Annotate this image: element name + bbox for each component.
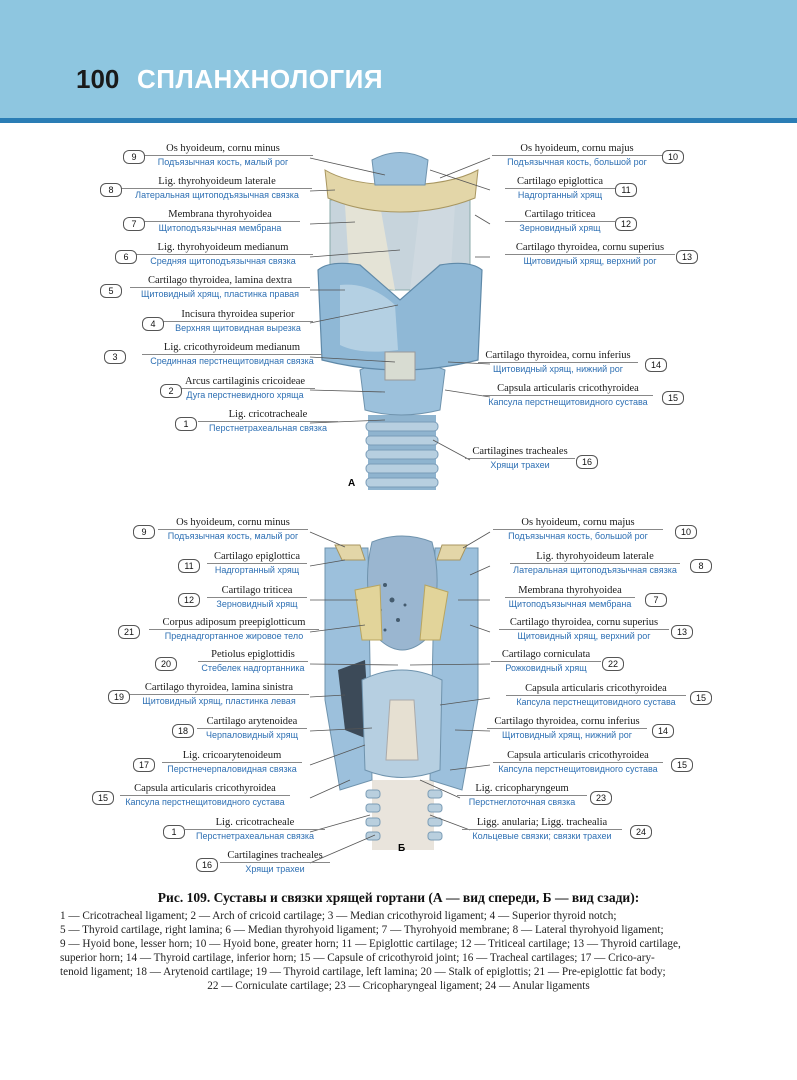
num-a-7: 7 (123, 217, 145, 231)
figure-a-drawing (317, 152, 483, 490)
num-a-14: 14 (645, 358, 667, 372)
num-b-17: 17 (133, 758, 155, 772)
num-a-4: 4 (142, 317, 164, 331)
num-a-8: 8 (100, 183, 122, 197)
num-a-5: 5 (100, 284, 122, 298)
num-a-12: 12 (615, 217, 637, 231)
num-a-15: 15 (662, 391, 684, 405)
num-b-15: 15 (92, 791, 114, 805)
num-a-13: 13 (676, 250, 698, 264)
chapter-header-band (0, 0, 797, 118)
num-a-9: 9 (123, 150, 145, 164)
num-b-14: 14 (652, 724, 674, 738)
header-rule (0, 118, 797, 123)
caption-line: 9 — Hyoid bone, lesser horn; 10 — Hyoid … (60, 938, 681, 950)
num-a-1: 1 (175, 417, 197, 431)
num-b-23: 23 (590, 791, 612, 805)
num-a-10: 10 (662, 150, 684, 164)
chapter-title: СПЛАНХНОЛОГИЯ (137, 64, 384, 94)
num-a-6: 6 (115, 250, 137, 264)
figure-a-leader-lines (309, 157, 491, 461)
num-b-8: 8 (690, 559, 712, 573)
num-a-16: 16 (576, 455, 598, 469)
num-a-3: 3 (104, 350, 126, 364)
num-b-12: 12 (178, 593, 200, 607)
num-b-20: 20 (155, 657, 177, 671)
num-b-22: 22 (602, 657, 624, 671)
num-b-15a: 15 (690, 691, 712, 705)
caption-line: 1 — Cricotracheal ligament; 2 — Arch of … (60, 910, 617, 922)
figure-b-leader-lines (309, 531, 491, 864)
num-b-1: 1 (163, 825, 185, 839)
num-b-9: 9 (133, 525, 155, 539)
num-b-19: 19 (108, 690, 130, 704)
caption-line: tenoid ligament; 18 — Arytenoid cartilag… (60, 966, 666, 978)
figure-a-letter: А (348, 478, 356, 489)
num-b-15b: 15 (671, 758, 693, 772)
num-a-11: 11 (615, 183, 637, 197)
caption-body: 1 — Cricotracheal ligament; 2 — Arch of … (60, 909, 737, 993)
num-b-21: 21 (118, 625, 140, 639)
figure-caption: Рис. 109. Суставы и связки хрящей гортан… (60, 890, 737, 993)
figure-b-drawing (324, 535, 479, 850)
num-b-11: 11 (178, 559, 200, 573)
figure-b-letter: Б (398, 843, 406, 854)
caption-line: 5 — Thyroid cartilage, right lamina; 6 —… (60, 924, 664, 936)
num-b-7: 7 (645, 593, 667, 607)
larynx-illustrations (309, 152, 491, 864)
num-b-24: 24 (630, 825, 652, 839)
num-a-2: 2 (160, 384, 182, 398)
num-b-13: 13 (671, 625, 693, 639)
caption-line: superior horn; 14 — Thyroid cartilage, i… (60, 952, 655, 964)
num-b-18: 18 (172, 724, 194, 738)
caption-line: 22 — Corniculate cartilage; 23 — Cricoph… (207, 980, 590, 992)
num-b-16: 16 (196, 858, 218, 872)
page-number: 100 (76, 64, 120, 94)
caption-title: Рис. 109. Суставы и связки хрящей гортан… (157, 890, 640, 905)
num-b-10: 10 (675, 525, 697, 539)
